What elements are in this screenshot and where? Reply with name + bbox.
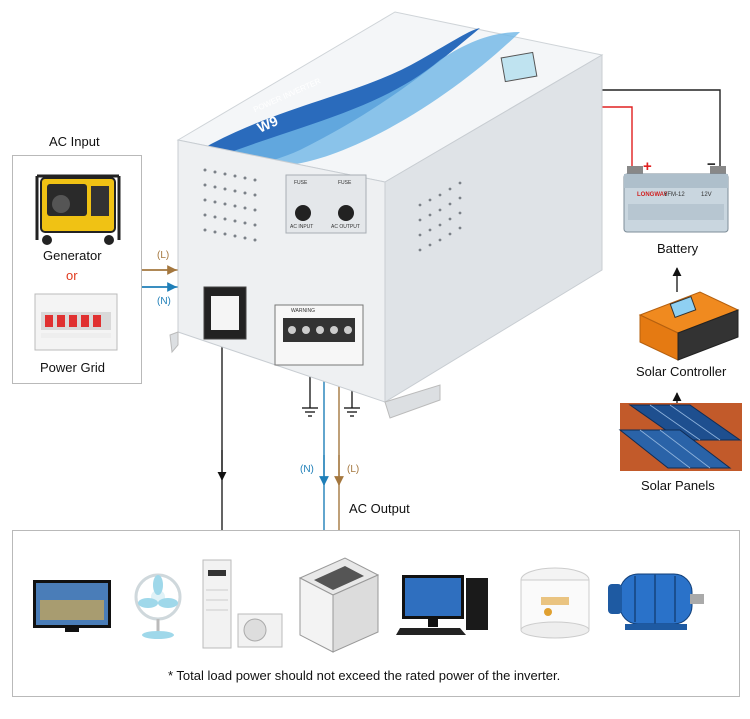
ac-input-box <box>12 155 142 384</box>
solar-panels-label: Solar Panels <box>641 478 715 493</box>
fan-icon <box>134 573 182 639</box>
or-label: or <box>66 268 78 283</box>
tv-icon <box>33 580 111 632</box>
warning-text: WARNING <box>291 308 315 314</box>
battery-positive-wire <box>600 106 633 168</box>
rice-cooker-icon <box>520 567 590 639</box>
battery-voltage-text: 12V <box>701 192 712 198</box>
battery-negative-wire <box>600 89 721 168</box>
wire-n-input-label: (N) <box>157 296 171 307</box>
battery-model-text: 6FM-12 <box>664 192 685 198</box>
breaker-panel-icon <box>34 293 118 351</box>
generator-icon <box>35 174 121 245</box>
battery-negative-sign: − <box>707 156 716 173</box>
desktop-computer-icon <box>396 575 488 635</box>
power-grid-label: Power Grid <box>40 360 106 375</box>
washing-machine-icon <box>298 557 380 653</box>
wire-l-output-label: (L) <box>347 464 360 475</box>
generator-label: Generator <box>43 248 102 263</box>
battery-brand-text: LONGWAY <box>637 192 668 198</box>
fuse-output-label: FUSE <box>338 180 352 186</box>
electric-motor-icon <box>608 573 704 630</box>
air-conditioner-icon <box>202 559 283 649</box>
fuse-input-sub: AC INPUT <box>290 224 314 230</box>
solar-controller-label: Solar Controller <box>636 364 727 379</box>
wire-l-input-label: (L) <box>157 250 170 261</box>
battery-label: Battery <box>657 241 699 256</box>
load-power-footnote: * Total load power should not exceed the… <box>168 668 561 683</box>
ac-input-label: AC Input <box>49 134 100 149</box>
battery-positive-sign: + <box>643 158 652 175</box>
wire-n-output-label: (N) <box>300 464 314 475</box>
fuse-output-sub: AC OUTPUT <box>331 224 360 230</box>
ac-output-label: AC Output <box>349 501 410 516</box>
fuse-input-label: FUSE <box>294 180 308 186</box>
